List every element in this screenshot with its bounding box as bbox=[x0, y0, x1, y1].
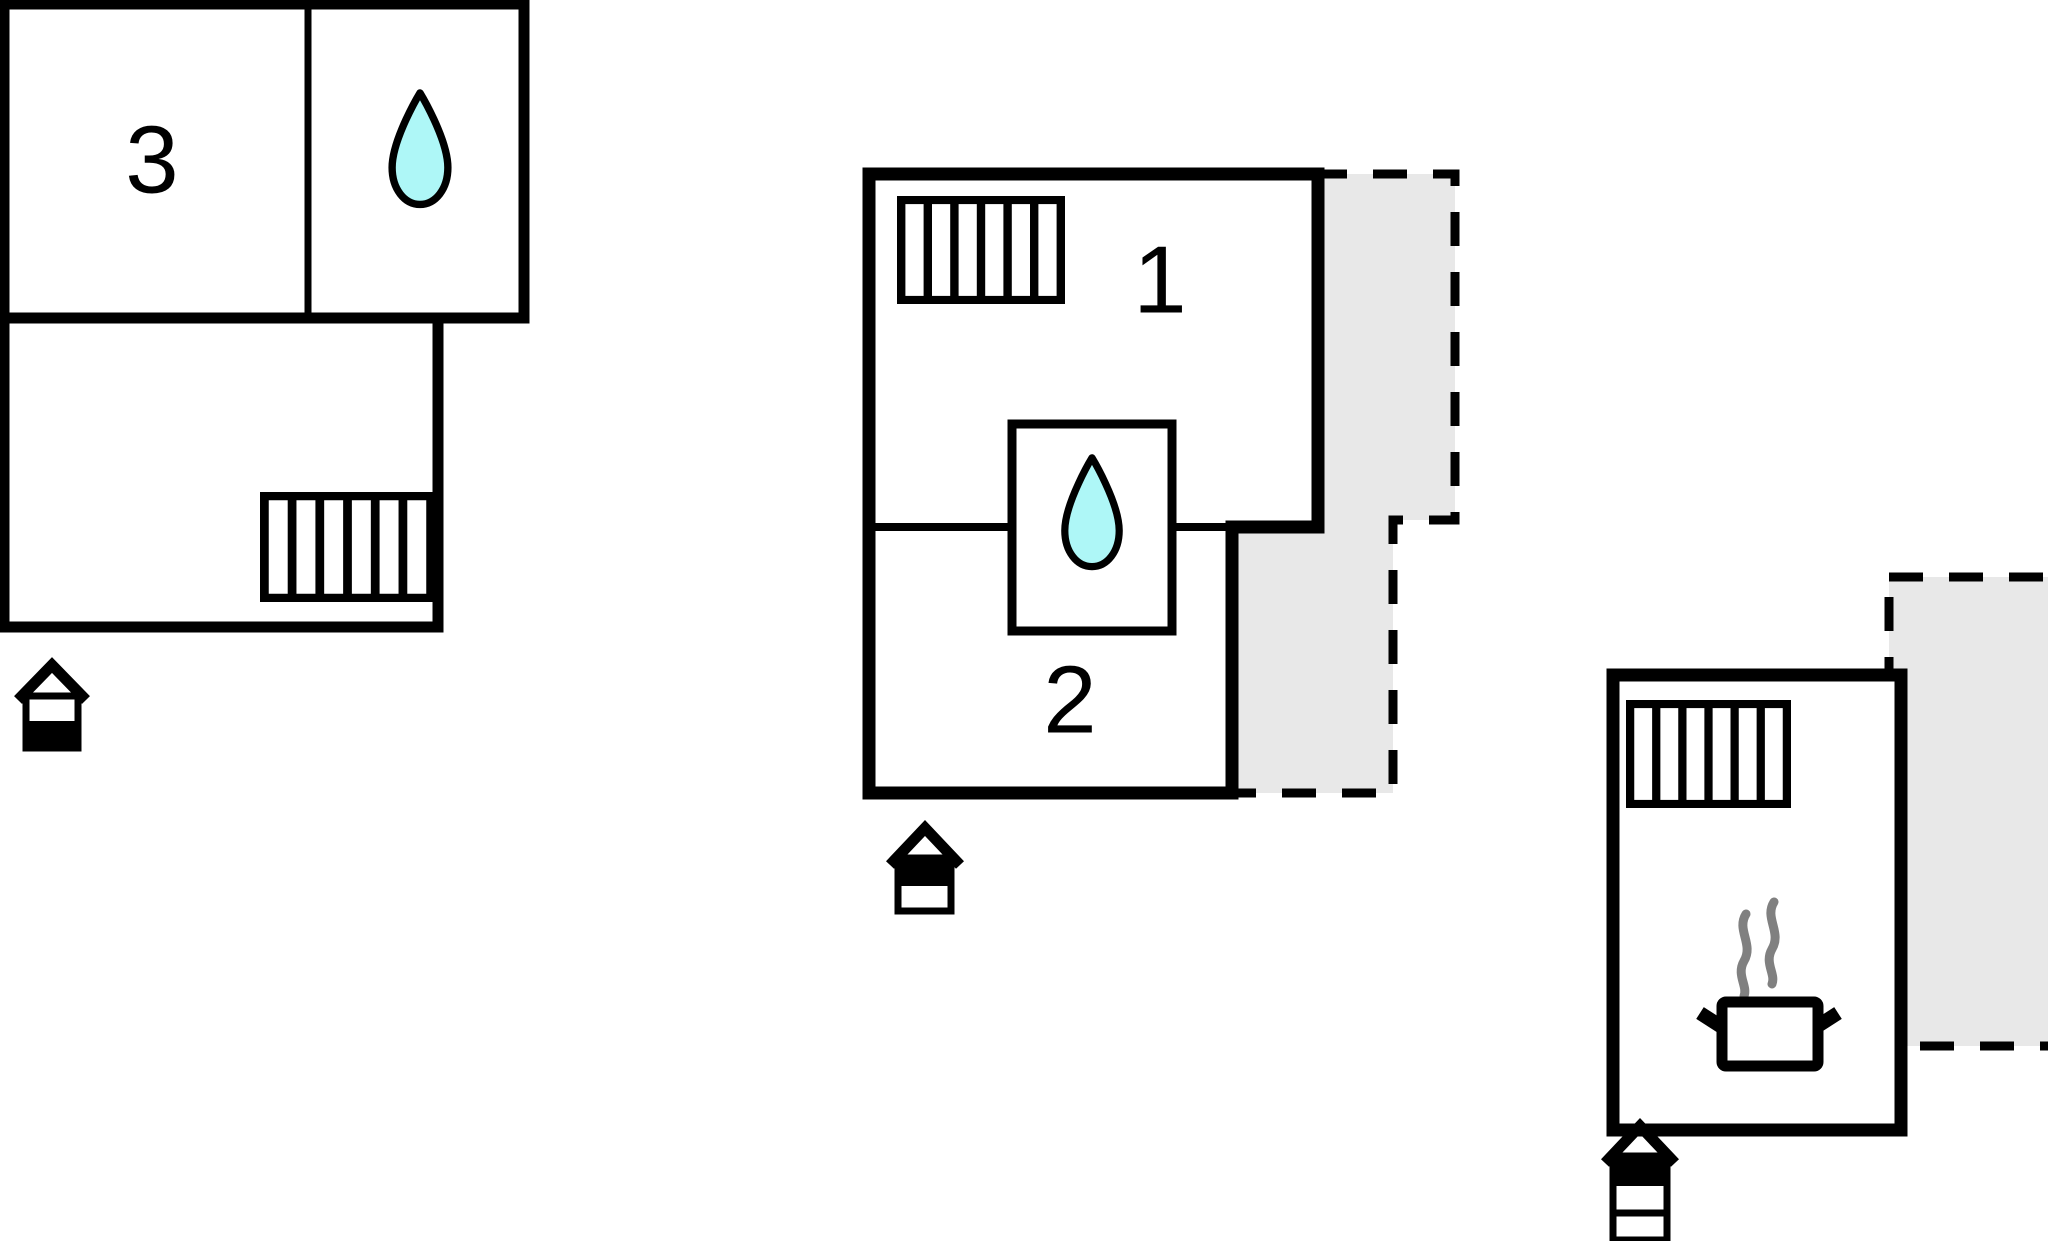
building-middle: 1 2 bbox=[862, 167, 1325, 800]
room-label-2: 2 bbox=[1043, 647, 1096, 754]
building-left: 3 bbox=[0, 0, 530, 633]
entrance-icon-left bbox=[14, 657, 90, 752]
room-label-3: 3 bbox=[125, 107, 178, 214]
entrance-icon-middle bbox=[886, 819, 964, 915]
entrance-icon-right bbox=[1601, 1117, 1679, 1241]
stove-icon bbox=[1696, 897, 1842, 1072]
stairs-icon bbox=[1630, 704, 1787, 804]
stairs-icon bbox=[264, 496, 430, 598]
room-label-1: 1 bbox=[1133, 227, 1186, 334]
stairs-icon bbox=[901, 200, 1061, 300]
terrace-right bbox=[1884, 572, 2048, 1051]
building-right bbox=[1606, 668, 1908, 1137]
terrace-middle bbox=[1227, 169, 1460, 798]
